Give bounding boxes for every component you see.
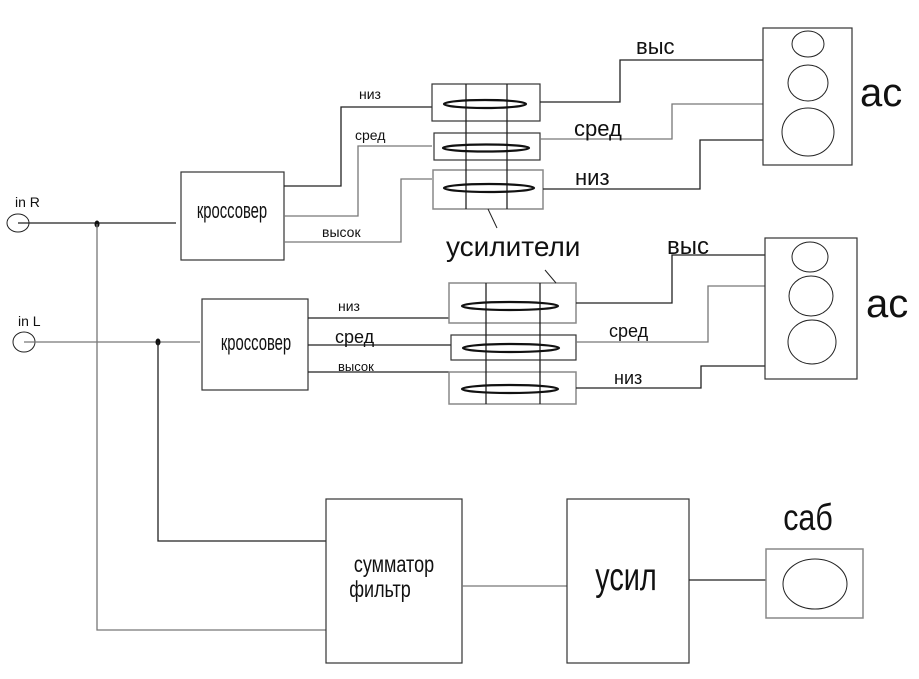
amplifiers-label: усилители [446,231,580,262]
subwoofer-driver-icon [782,558,848,610]
summator-label: сумматор [354,552,434,578]
subwoofer: саб [765,497,864,619]
input-left: in L [12,313,41,353]
speaker-bottom-cabinet [764,237,858,380]
speaker-bottom-woofer-icon [787,319,837,365]
crossover-bottom-out-high: высок [338,359,374,374]
crossover-top-label: кроссовер [197,198,267,223]
speaker-top-tweeter-icon [791,30,825,58]
crossover-bottom-box [201,298,309,391]
input-left-label: in L [18,313,41,329]
wire-top-speaker-mid [540,103,763,140]
wire-bottom-speaker-high [576,254,765,304]
speaker-bottom-line-high: выс [667,233,709,260]
sub-amp-box [566,498,690,664]
wire-top-speaker-low [543,139,763,190]
wire-top-low [284,106,432,187]
speaker-bottom-label: ас [866,282,908,326]
input-right: in R [6,194,40,233]
crossover-bottom-label: кроссовер [221,330,291,355]
amplifier-stack-bottom [448,269,577,405]
crossover-top-out-high: высок [322,224,361,240]
speaker-bottom-line-low: низ [614,368,642,388]
amp-top-1-coil-icon [442,98,528,110]
amp-top-pointer [487,208,498,229]
speaker-top-line-high: выс [636,34,675,59]
speaker-bottom: ас [764,237,908,380]
crossover-top-out-mid: сред [355,127,385,143]
input-right-label: in R [15,194,40,210]
wire-bottom-speaker-mid [576,285,765,343]
wire-l-to-summator [157,342,326,542]
subwoofer-label: саб [783,497,833,538]
speaker-top-line-low: низ [575,165,610,190]
amp-bottom-1-coil-icon [460,300,560,312]
amplifier-stack-top [431,83,544,229]
filter-label: фильтр [349,577,411,603]
speaker-bottom-mid-icon [788,275,834,317]
amp-bottom-pointer [544,269,557,284]
crossover-top-out-low: низ [359,86,381,102]
amp-bottom-2-coil-icon [461,342,561,354]
wire-top-mid [284,145,432,217]
speaker-top-cabinet [762,27,853,166]
sub-amp-label: усил [595,556,657,599]
speaker-top-woofer-icon [781,107,835,157]
speaker-top-label: ас [860,71,902,115]
crossover-bottom-out-low: низ [338,298,360,314]
crossover-bottom-out-mid: сред [335,327,375,347]
amp-bottom-3-coil-icon [460,383,560,395]
wire-r-to-summator [96,224,326,631]
amp-top-2-coil-icon [441,143,531,153]
speaker-bottom-tweeter-icon [791,241,829,273]
wire-top-speaker-high [540,59,763,103]
speaker-top: ас [762,27,902,166]
speaker-top-line-mid: сред [574,116,622,141]
speaker-top-mid-icon [787,64,829,102]
wire-bottom-speaker-low [576,365,765,389]
summator-filter-box [325,498,463,664]
speaker-bottom-line-mid: сред [609,321,649,341]
amp-top-3-coil-icon [442,182,536,194]
wire-top-high [284,178,432,243]
